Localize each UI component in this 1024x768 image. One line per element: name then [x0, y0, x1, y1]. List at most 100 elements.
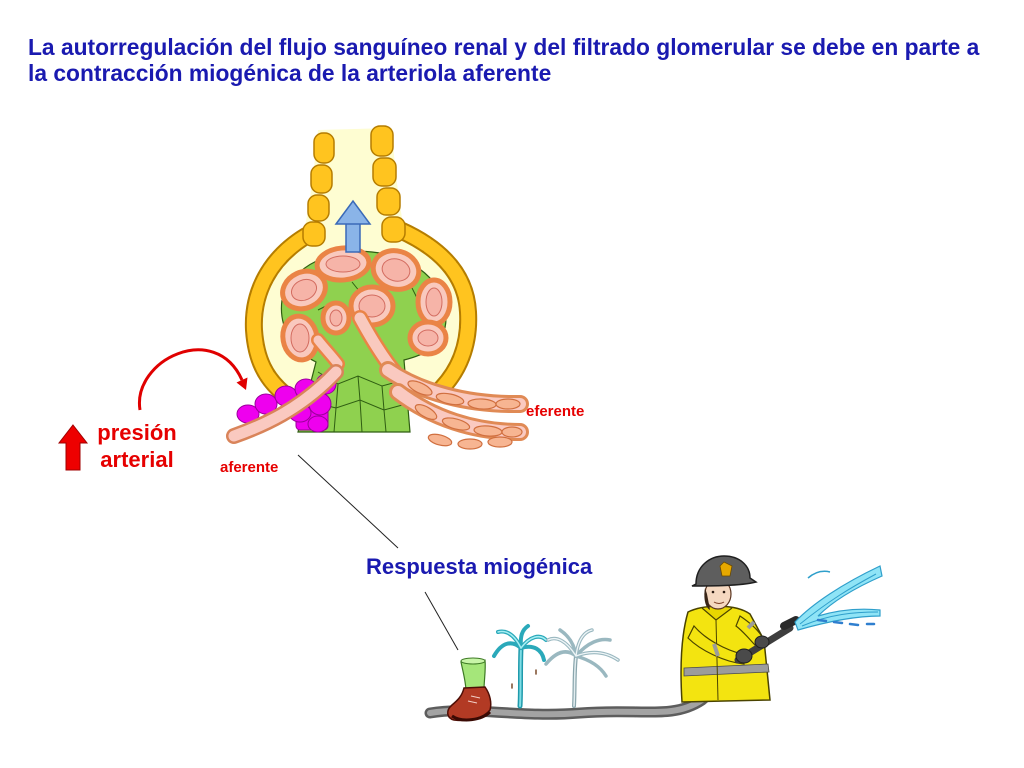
- cell: [307, 415, 329, 433]
- firefighter-glove: [735, 648, 753, 664]
- efferent-label: eferente: [526, 403, 585, 420]
- fountain-spray: [492, 641, 523, 658]
- cell-border: [357, 375, 361, 401]
- cell: [435, 392, 465, 406]
- filtration-up-arrow-icon: [334, 199, 372, 253]
- firefighter-hair: [704, 588, 710, 610]
- efferent-smooth-muscle-cells: [407, 380, 523, 450]
- stalk: [313, 335, 343, 369]
- droplet: [816, 618, 828, 623]
- hose-nozzle-tip: [780, 616, 800, 630]
- capillary-lumens: [290, 255, 443, 353]
- cell: [501, 426, 523, 438]
- cell: [381, 216, 406, 243]
- cell: [487, 436, 513, 448]
- fountain-spray: [574, 637, 612, 658]
- connector-line-afferent-to-response: [297, 454, 399, 549]
- curved-arrow-stroke: [138, 348, 244, 411]
- cell: [313, 132, 335, 164]
- lumen: [358, 294, 386, 318]
- coat-seam: [715, 619, 719, 701]
- lumen: [329, 309, 343, 327]
- cell-border: [359, 399, 363, 433]
- firefighter-mouth: [713, 601, 725, 604]
- fountain-stream-highlight: [519, 647, 522, 707]
- fountain-spray: [544, 650, 578, 666]
- curved-arrow-head: [236, 377, 248, 390]
- capsule-wall-right-cells: [393, 223, 476, 397]
- cell-border: [335, 383, 339, 409]
- fountain-spray-highlight: [520, 635, 547, 649]
- shoe: [447, 686, 492, 722]
- glomerulus-illustration: [226, 125, 529, 450]
- cell: [407, 380, 433, 396]
- water-droplets: [816, 618, 876, 627]
- coat-reflective-stripe: [683, 663, 770, 677]
- lumen: [290, 278, 318, 302]
- water-jet-body: [794, 565, 883, 631]
- water-jet-streak: [799, 573, 877, 625]
- helmet-badge-icon: [719, 561, 733, 577]
- cell: [372, 157, 397, 187]
- water-jet-curl: [807, 570, 831, 579]
- cell: [427, 433, 453, 447]
- foot-on-hose: [447, 657, 492, 722]
- tubule-neck-cells: [302, 125, 406, 247]
- arrow-head: [334, 199, 372, 225]
- firefighter-glove: [754, 635, 770, 649]
- fountain-spray-highlight: [575, 651, 619, 661]
- cell-border: [383, 409, 387, 433]
- cell: [370, 125, 394, 157]
- lumen: [325, 255, 361, 273]
- fountain-left: [492, 624, 548, 709]
- cell: [495, 398, 521, 410]
- cell: [307, 194, 330, 222]
- feedback-curved-arrow-icon: [138, 348, 248, 411]
- afferent-arteriole: [226, 364, 344, 444]
- droplet: [848, 622, 860, 627]
- sleeve-stripe: [712, 643, 720, 657]
- capsule-wall-left-cells: [246, 229, 313, 399]
- fountain-spray-highlight: [547, 637, 577, 657]
- fountain-spray: [519, 644, 546, 662]
- fountain-spray-highlight: [497, 630, 522, 649]
- cell: [310, 164, 333, 194]
- firefighter: [680, 555, 800, 703]
- lumen: [381, 258, 411, 282]
- lumen: [290, 323, 310, 353]
- lumen: [417, 329, 439, 347]
- sleeve-stripe: [746, 620, 756, 630]
- hose-analogy-scene: [424, 555, 883, 722]
- cell: [457, 438, 483, 450]
- cell: [414, 404, 438, 420]
- slide-title-line-1: La autorregulación del flujo sanguíneo r…: [28, 34, 980, 60]
- afferent-vessel-lumen: [228, 366, 342, 442]
- cell: [376, 187, 401, 216]
- arterial-pressure-label-line-2: arterial: [100, 447, 174, 472]
- shoe-lace: [467, 700, 478, 704]
- firefighter-eye: [722, 590, 726, 594]
- water-jet: [794, 565, 883, 631]
- arterial-pressure-label-line-1: presión: [97, 420, 177, 445]
- arterial-pressure-label: presión arterial: [87, 419, 187, 473]
- slide-title-line-2: la contracción miogénica de la arteriola…: [28, 60, 552, 86]
- afferent-label: aferente: [220, 459, 279, 476]
- lumen: [425, 287, 443, 317]
- arrow-shaft: [345, 221, 361, 253]
- cell-border: [333, 407, 337, 433]
- efferent-arteriole: [379, 361, 529, 450]
- cell: [302, 221, 326, 247]
- cell-border: [381, 385, 385, 411]
- water-jet-streak: [801, 611, 879, 627]
- sock-rim: [460, 657, 486, 665]
- myogenic-response-label: Respuesta miogénica: [366, 554, 593, 579]
- fountain-spray: [574, 654, 608, 678]
- shoe-sole: [451, 710, 492, 722]
- connector-line-response-to-foot: [424, 591, 459, 651]
- shoe-lace: [470, 695, 481, 699]
- pressure-up-arrow-icon: [57, 424, 89, 471]
- droplet: [832, 620, 844, 625]
- bowman-capsule-wall: [244, 221, 478, 401]
- firefighter-eye: [711, 590, 715, 594]
